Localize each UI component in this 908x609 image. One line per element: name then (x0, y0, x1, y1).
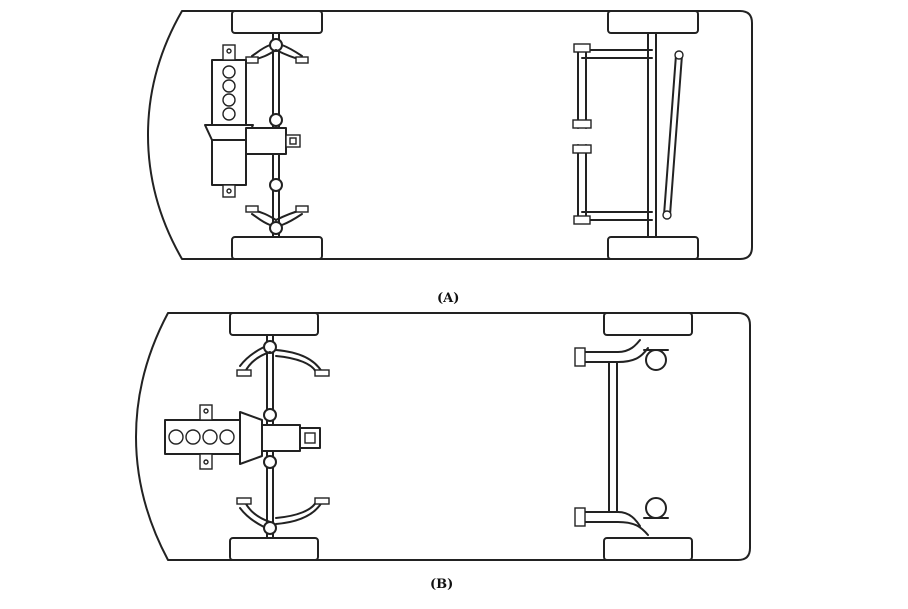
cylinder-1-b (168, 429, 184, 445)
rear-left-wheel-b (603, 312, 693, 336)
front-left-wheel-a (231, 10, 323, 34)
caption-b: (B) (430, 577, 454, 592)
transmission-a (211, 139, 247, 186)
cylinder-2-a (222, 79, 236, 93)
rear-right-wheel-b (603, 537, 693, 561)
vehicle-body-outline-a (147, 10, 753, 260)
front-right-wheel-a (231, 236, 323, 260)
cylinder-3-a (222, 93, 236, 107)
panel-b (135, 312, 751, 561)
front-right-wheel-b (229, 537, 319, 561)
trailing-arm-upper-b (581, 339, 641, 353)
engine-b (164, 404, 321, 470)
rear-right-wheel-a (607, 236, 699, 260)
front-suspension-upper-b (236, 346, 330, 377)
cylinder-3-b (202, 429, 218, 445)
front-suspension-lower-a (245, 205, 309, 226)
differential-a (245, 127, 287, 155)
rear-left-wheel-a (607, 10, 699, 34)
panel-a (147, 10, 753, 260)
vehicle-body-outline-b (135, 312, 751, 561)
cylinder-2-b (185, 429, 201, 445)
transaxle-b (261, 424, 301, 452)
front-suspension-lower-b (236, 497, 330, 528)
engine-a (204, 44, 301, 198)
front-suspension-upper-a (245, 44, 309, 64)
rear-axle-a (572, 32, 684, 238)
cylinder-1-a (222, 65, 236, 79)
rear-axle-b (574, 339, 669, 536)
spring-seat-upper-b (645, 349, 667, 371)
track-bar-a (663, 54, 677, 216)
caption-a: (A) (437, 291, 460, 306)
trailing-arm-lower-b (581, 511, 641, 527)
cylinder-4-b (219, 429, 235, 445)
spring-seat-lower-b (645, 497, 667, 519)
cylinder-4-a (222, 107, 236, 121)
clutch-housing-b (239, 411, 263, 465)
front-left-wheel-b (229, 312, 319, 336)
